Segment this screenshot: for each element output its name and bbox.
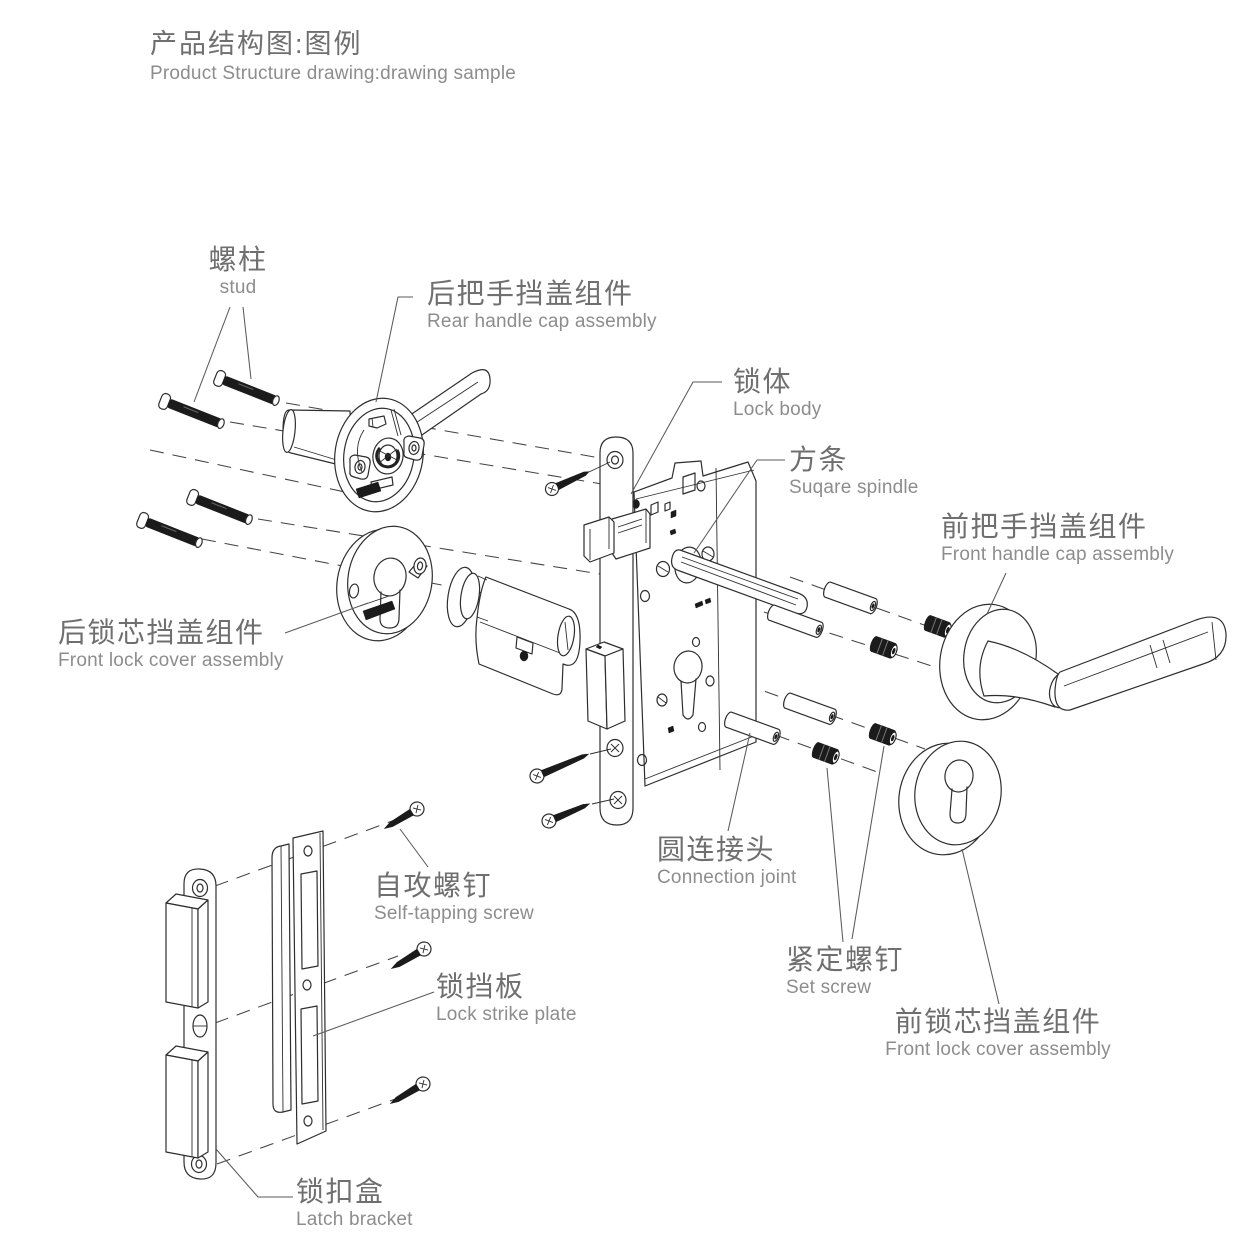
label-set-screw-zh: 紧定螺钉 xyxy=(786,944,905,975)
label-set-screw: 紧定螺钉 Set screw xyxy=(786,943,904,999)
label-square-spindle: 方条 Suqare spindle xyxy=(789,443,919,499)
rear-handle-cap-assembly-drawing xyxy=(282,369,491,513)
label-lock-body: 锁体 Lock body xyxy=(733,365,821,421)
latch-bracket-drawing xyxy=(165,868,217,1180)
label-latch-bracket-zh: 锁扣盒 xyxy=(296,1176,385,1207)
label-front-lock-cover-en: Front lock cover assembly xyxy=(885,1039,1111,1060)
faceplate-screw-drawing xyxy=(529,461,615,829)
latch-bolt-drawing xyxy=(583,508,651,563)
label-front-handle-cap: 前把手挡盖组件 Front handle cap assembly xyxy=(941,510,1174,566)
label-front-handle-cap-zh: 前把手挡盖组件 xyxy=(941,511,1148,542)
label-connection-joint: 圆连接头 Connection joint xyxy=(657,833,796,889)
label-self-tapping-screw-en: Self-tapping screw xyxy=(374,903,534,924)
label-lock-strike-plate-en: Lock strike plate xyxy=(436,1004,577,1025)
label-rear-handle-cap-zh: 后把手挡盖组件 xyxy=(427,278,634,309)
page-title-en: Product Structure drawing:drawing sample xyxy=(150,63,517,84)
page-title-zh: 产品结构图:图例 xyxy=(150,29,363,59)
label-connection-joint-zh: 圆连接头 xyxy=(657,834,776,865)
lock-strike-plate-drawing xyxy=(271,830,327,1145)
label-connection-joint-en: Connection joint xyxy=(657,867,797,888)
label-stud-zh: 螺柱 xyxy=(208,244,268,275)
label-square-spindle-zh: 方条 xyxy=(789,444,849,475)
label-lock-body-zh: 锁体 xyxy=(733,366,793,397)
label-self-tapping-screw-zh: 自攻螺钉 xyxy=(374,870,493,901)
label-lock-strike-plate: 锁挡板 Lock strike plate xyxy=(436,970,577,1026)
deadbolt-drawing xyxy=(585,641,626,730)
rear-lock-cover-assembly-drawing xyxy=(336,525,433,642)
lock-cylinder-drawing xyxy=(446,566,581,696)
label-rear-handle-cap: 后把手挡盖组件 Rear handle cap assembly xyxy=(427,277,657,333)
label-stud-en: stud xyxy=(219,277,257,298)
front-handle-cap-assembly-drawing xyxy=(939,603,1227,721)
label-rear-handle-cap-en: Rear handle cap assembly xyxy=(427,311,657,332)
label-latch-bracket-en: Latch bracket xyxy=(296,1209,413,1230)
label-stud: 螺柱 stud xyxy=(178,243,298,299)
label-lock-strike-plate-zh: 锁挡板 xyxy=(436,971,525,1002)
label-self-tapping-screw: 自攻螺钉 Self-tapping screw xyxy=(374,869,534,925)
label-latch-bracket: 锁扣盒 Latch bracket xyxy=(296,1175,413,1231)
label-front-handle-cap-en: Front handle cap assembly xyxy=(941,544,1175,565)
label-lock-body-en: Lock body xyxy=(733,399,822,420)
lock-body-drawing xyxy=(632,460,757,787)
label-front-lock-cover: 前锁芯挡盖组件 Front lock cover assembly xyxy=(864,1005,1132,1061)
label-rear-lock-cover-zh: 后锁芯挡盖组件 xyxy=(58,617,265,648)
connection-joint-drawing xyxy=(724,581,878,745)
assembly-axis-dashed-lines xyxy=(149,402,953,1165)
label-leader-lines xyxy=(193,296,1007,1198)
front-lock-cover-assembly-drawing xyxy=(898,740,1002,856)
label-set-screw-en: Set screw xyxy=(786,977,872,998)
label-rear-lock-cover: 后锁芯挡盖组件 Front lock cover assembly xyxy=(58,616,284,672)
page-title: 产品结构图:图例 Product Structure drawing:drawi… xyxy=(150,28,516,85)
label-rear-lock-cover-en: Front lock cover assembly xyxy=(58,650,284,671)
stud-drawing xyxy=(136,369,280,549)
label-front-lock-cover-zh: 前锁芯挡盖组件 xyxy=(894,1006,1102,1037)
faceplate-drawing xyxy=(599,436,634,826)
set-screw-drawing xyxy=(811,615,952,765)
label-square-spindle-en: Suqare spindle xyxy=(789,477,919,498)
self-tapping-screw-drawing xyxy=(383,801,432,1105)
